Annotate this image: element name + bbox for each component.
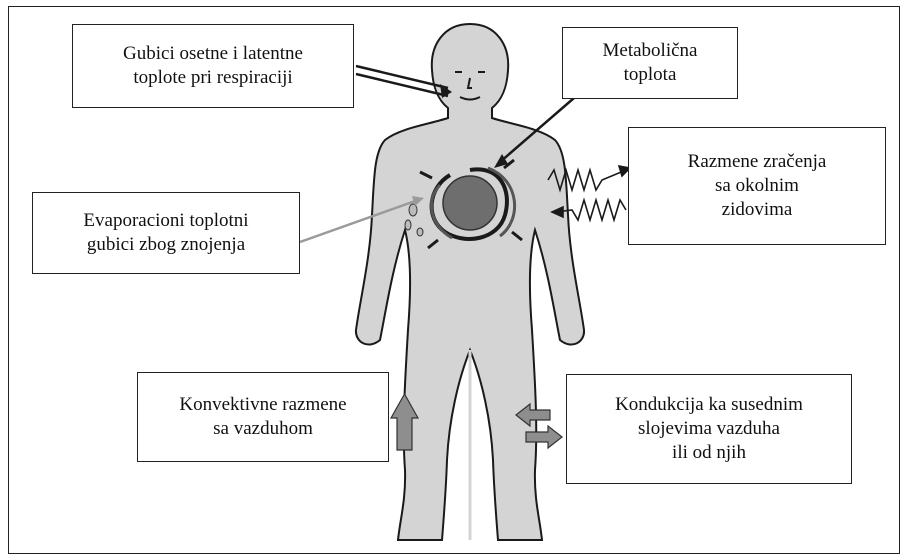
convection-label-box: Konvektivne razmene sa vazduhom xyxy=(137,372,389,462)
convection-label-line1: Konvektivne razmene xyxy=(144,393,382,417)
evaporation-label-line1: Evaporacioni toplotni xyxy=(39,209,293,233)
radiation-label-line1: Razmene zračenja xyxy=(635,150,879,174)
conduction-label-line3: ili od njih xyxy=(573,441,845,465)
radiation-label-line3: zidovima xyxy=(635,198,879,222)
evaporation-label-line2: gubici zbog znojenja xyxy=(39,233,293,257)
radiation-label-box: Razmene zračenja sa okolnim zidovima xyxy=(628,127,886,245)
metabolic-label-line2: toplota xyxy=(569,63,731,87)
respiration-label-box: Gubici osetne i latentne toplote pri res… xyxy=(72,24,354,108)
respiration-label-line2: toplote pri respiraciji xyxy=(79,66,347,90)
conduction-label-line2: slojevima vazduha xyxy=(573,417,845,441)
metabolic-label-box: Metabolična toplota xyxy=(562,27,738,99)
evaporation-label-box: Evaporacioni toplotni gubici zbog znojen… xyxy=(32,192,300,274)
convection-label-line2: sa vazduhom xyxy=(144,417,382,441)
respiration-label-line1: Gubici osetne i latentne xyxy=(79,42,347,66)
conduction-label-line1: Kondukcija ka susednim xyxy=(573,393,845,417)
radiation-label-line2: sa okolnim xyxy=(635,174,879,198)
conduction-label-box: Kondukcija ka susednim slojevima vazduha… xyxy=(566,374,852,484)
metabolic-label-line1: Metabolična xyxy=(569,39,731,63)
